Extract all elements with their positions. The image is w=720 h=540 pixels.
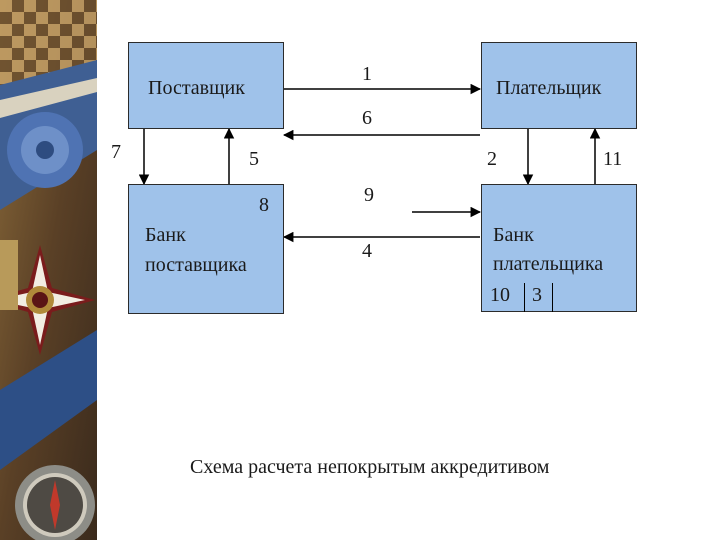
payer-bank-code-divider-right: [552, 283, 553, 312]
flow-label-2: 2: [487, 148, 497, 170]
payer-bank-label-line2: плательщика: [493, 253, 604, 275]
payer-bank-code-3: 3: [532, 284, 542, 306]
flow-label-9: 9: [364, 184, 374, 206]
diagram-caption: Схема расчета непокрытым аккредитивом: [190, 456, 550, 478]
supplier-bank-label-line1: Банк: [145, 224, 186, 246]
flow-label-8: 8: [259, 194, 269, 216]
supplier-bank-label-line2: поставщика: [145, 254, 247, 276]
flow-label-7: 7: [111, 141, 121, 163]
flow-label-4: 4: [362, 240, 372, 262]
flow-label-6: 6: [362, 107, 372, 129]
payer-bank-code-10: 10: [490, 284, 510, 306]
medals-photo-illustration: [0, 0, 97, 540]
payer-bank-code-divider: [524, 283, 525, 312]
flow-label-11: 11: [603, 148, 623, 170]
payer-bank-box: Банк плательщика 10 3: [481, 184, 637, 312]
supplier-label: Поставщик: [148, 77, 245, 99]
payer-bank-label-line1: Банк: [493, 224, 534, 246]
flow-label-5: 5: [249, 148, 259, 170]
supplier-box: Поставщик: [128, 42, 284, 129]
payer-label: Плательщик: [496, 77, 602, 99]
supplier-bank-box: Банк поставщика: [128, 184, 284, 314]
flow-label-1: 1: [362, 63, 372, 85]
decorative-photo-strip: [0, 0, 97, 540]
payer-box: Плательщик: [481, 42, 637, 129]
